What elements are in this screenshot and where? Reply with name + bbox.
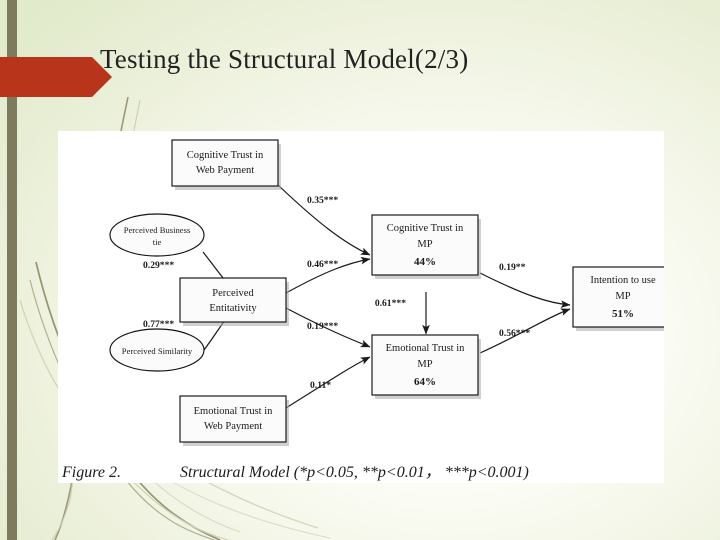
node-emotional-trust-mp: Emotional Trust in MP 64%: [371, 334, 481, 399]
edge-label-ctmp-etmp: 0.61***: [375, 298, 406, 309]
page-title: Testing the Structural Model(2/3): [100, 44, 469, 74]
edge-etmp-int: [479, 308, 571, 354]
edge-etwp-etmp: [285, 356, 371, 409]
node-cognitive-trust-mp: Cognitive Trust in MP 44%: [371, 214, 481, 279]
node-variance-explained: 64%: [414, 376, 436, 388]
node-perceived-entitativity: Perceived Entitativity: [179, 277, 289, 326]
node-label-line2: Web Payment: [196, 165, 254, 176]
node-perceived-similarity: Perceived Similarity: [109, 328, 205, 372]
node-label-line2: tie: [153, 237, 162, 247]
node-label-line1: Perceived Similarity: [122, 346, 193, 356]
node-intention-to-use-mp: Intention to use MP 51%: [572, 266, 664, 331]
node-label-line2: Entitativity: [209, 303, 257, 314]
edge-label-pent-ctmp: 0.46***: [307, 259, 338, 270]
figure-panel: 0.35*** 0.29*** 0.77*** 0.46*** 0.19*** …: [58, 131, 664, 483]
node-label-line1: Intention to use: [590, 275, 656, 286]
node-label-line1: Perceived: [212, 288, 254, 299]
edge-label-pbt-pent: 0.29***: [143, 260, 174, 271]
node-perceived-business-tie: Perceived Business tie: [109, 213, 205, 257]
node-label-line1: Emotional Trust in: [386, 343, 466, 354]
node-label-line2: Web Payment: [204, 421, 262, 432]
edge-label-etmp-int: 0.56***: [499, 328, 530, 339]
node-label-line2: MP: [417, 239, 432, 250]
title-accent-arrow: [0, 57, 112, 97]
edge-label-ctmp-int: 0.19**: [499, 262, 526, 273]
structural-model-diagram: 0.35*** 0.29*** 0.77*** 0.46*** 0.19*** …: [109, 139, 664, 446]
node-label-line1: Emotional Trust in: [194, 406, 274, 417]
node-label-line2: MP: [615, 291, 630, 302]
edge-pent-ctmp: [285, 256, 371, 294]
node-variance-explained: 44%: [414, 256, 436, 268]
figure-caption: Figure 2. Structural Model (*p<0.05, **p…: [62, 458, 662, 484]
figure-caption-label: Figure 2.: [62, 464, 121, 481]
node-cognitive-trust-web-payment: Cognitive Trust in Web Payment: [171, 139, 281, 190]
edge-ctwp-ctmp: [277, 184, 371, 256]
node-emotional-trust-web-payment: Emotional Trust in Web Payment: [179, 395, 289, 446]
node-label-line1: Cognitive Trust in: [387, 223, 464, 234]
edge-label-etwp-etmp: 0.11*: [310, 380, 331, 391]
edge-pent-etmp: [285, 307, 371, 348]
left-accent-stripe: [7, 0, 17, 540]
edge-ctmp-int: [479, 272, 571, 308]
node-label-line2: MP: [417, 359, 432, 370]
node-label-line1: Perceived Business: [124, 225, 191, 235]
edge-label-psim-pent: 0.77***: [143, 319, 174, 330]
node-label-line1: Cognitive Trust in: [187, 150, 264, 161]
edge-label-ctwp-ctmp: 0.35***: [307, 195, 338, 206]
edge-label-pent-etmp: 0.19***: [307, 321, 338, 332]
node-variance-explained: 51%: [612, 308, 634, 320]
figure-caption-text: Structural Model (*p<0.05, **p<0.01， ***…: [180, 464, 529, 481]
